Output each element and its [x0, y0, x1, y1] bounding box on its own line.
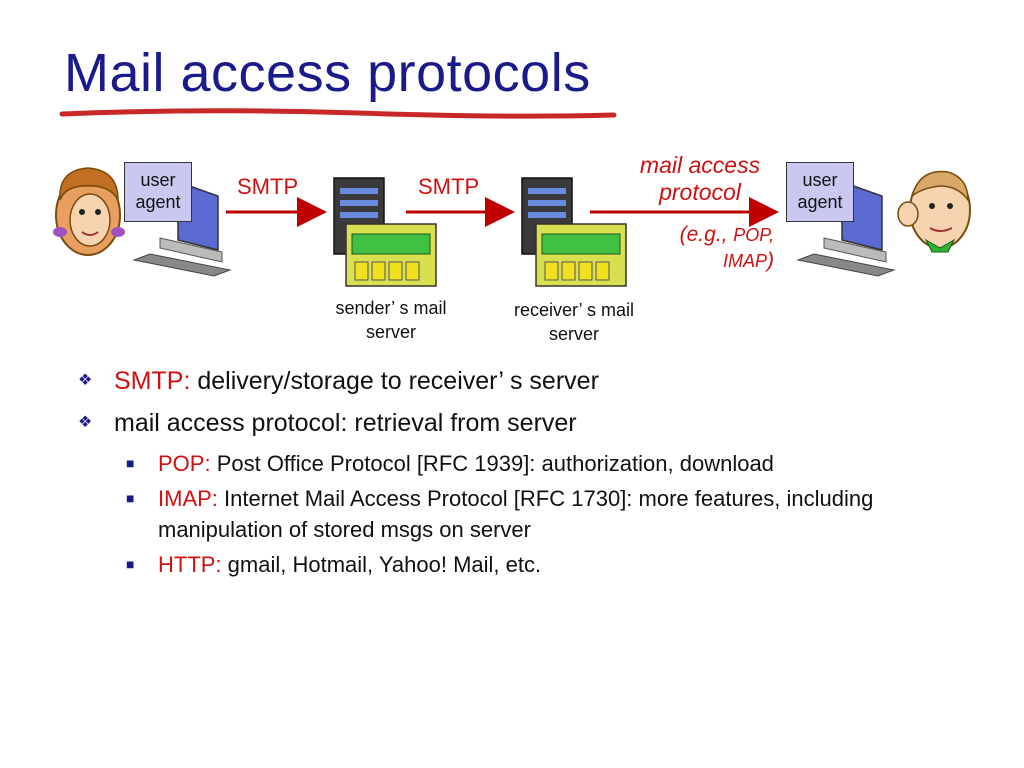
sub-bullet-pop: ■ POP: Post Office Protocol [RFC 1939]: … [76, 448, 976, 479]
sub-bullet-text: gmail, Hotmail, Yahoo! Mail, etc. [221, 552, 542, 577]
mail-server-icon [521, 177, 627, 287]
bullet-label: SMTP: [114, 367, 191, 395]
sender-server-label: sender’ s mail server [335, 298, 447, 342]
sub-bullet-text: Internet Mail Access Protocol [RFC 1730]… [158, 486, 874, 542]
man-face-icon [897, 170, 971, 253]
left-user-agent-label: user agent [135, 170, 181, 212]
mail-diagram [53, 167, 971, 287]
eg-close: ) [767, 249, 774, 272]
woman-face-icon [53, 167, 125, 256]
receiver-server-label: receiver’ s mail server [513, 300, 635, 344]
slide-title: Mail access protocols [64, 43, 591, 103]
right-user-agent-box: user agent [786, 162, 854, 222]
sub-bullet-http: ■ HTTP: gmail, Hotmail, Yahoo! Mail, etc… [76, 549, 976, 580]
bullet-mail-access: ❖ mail access protocol: retrieval from s… [76, 406, 976, 440]
mail-access-protocol-label: mail access protocol [639, 152, 761, 205]
square-bullet-icon: ■ [126, 556, 135, 572]
sub-bullet-label: IMAP: [158, 486, 218, 511]
right-user-agent-label: user agent [797, 170, 843, 212]
square-bullet-icon: ■ [126, 455, 135, 471]
mail-server-icon [333, 177, 437, 287]
title-underline [59, 108, 617, 119]
diamond-cluster-icon: ❖ [78, 414, 93, 431]
sub-bullet-imap: ■ IMAP: Internet Mail Access Protocol [R… [76, 483, 976, 545]
left-user-agent-box: user agent [124, 162, 192, 222]
sub-bullet-label: POP: [158, 451, 211, 476]
bullet-smtp: ❖ SMTP: delivery/storage to receiver’ s … [76, 364, 976, 398]
eg-imap: IMAP [722, 251, 767, 271]
smtp-label-1: SMTP [237, 174, 299, 199]
bullet-text: delivery/storage to receiver’ s server [190, 367, 599, 395]
sub-bullet-text: Post Office Protocol [RFC 1939]: authori… [210, 451, 774, 476]
smtp-label-2: SMTP [418, 174, 480, 199]
square-bullet-icon: ■ [126, 490, 135, 506]
diamond-cluster-icon: ❖ [78, 372, 93, 389]
eg-pop: POP, [733, 225, 774, 245]
eg-open: (e.g., [679, 223, 734, 246]
eg-protocols-label: (e.g., POP, IMAP) [640, 222, 774, 274]
sub-bullet-label: HTTP: [158, 552, 222, 577]
bullet-list: ❖ SMTP: delivery/storage to receiver’ s … [76, 364, 976, 584]
bullet-text: mail access protocol: retrieval from ser… [114, 409, 577, 437]
